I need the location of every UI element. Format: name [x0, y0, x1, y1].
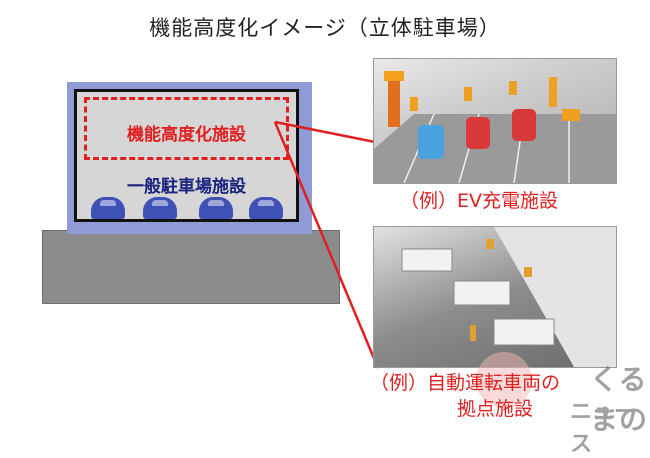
- page-title: 機能高度化イメージ（立体駐車場）: [149, 16, 501, 40]
- car-icon: [199, 197, 233, 219]
- autonomous-hub-illustration: [401, 227, 616, 367]
- lower-floor-label: 一般駐車場施設: [127, 177, 246, 197]
- autonomous-caption-line2: 拠点施設: [457, 398, 534, 420]
- ev-caption: （例）EV充電施設: [400, 190, 559, 212]
- highlight-dashed-box: 機能高度化施設: [84, 97, 289, 160]
- ev-charging-illustration: [374, 71, 616, 183]
- car-icon: [249, 197, 283, 219]
- watermark-circle: [476, 352, 532, 408]
- connector-line-ev: [274, 120, 376, 144]
- autonomous-hub-photo: [373, 226, 617, 368]
- connector-line-auto: [273, 121, 380, 369]
- ev-charging-photo: [373, 58, 617, 184]
- upper-floor: 機能高度化施設: [74, 89, 299, 168]
- car-icon: [91, 197, 125, 219]
- ground-block: [42, 230, 340, 304]
- watermark-line1: くるまの: [590, 363, 649, 436]
- watermark-line2: ニュース: [570, 400, 637, 457]
- car-icon: [143, 197, 177, 219]
- watermark-logo: くるまの ニュース: [570, 358, 648, 457]
- parking-building: 機能高度化施設 一般駐車場施設: [67, 82, 312, 234]
- autonomous-caption-line1: （例）自動運転車両の: [370, 372, 561, 394]
- upper-floor-label: 機能高度化施設: [127, 125, 246, 145]
- lower-floor: 一般駐車場施設: [74, 162, 299, 222]
- connector-lines: [273, 120, 380, 369]
